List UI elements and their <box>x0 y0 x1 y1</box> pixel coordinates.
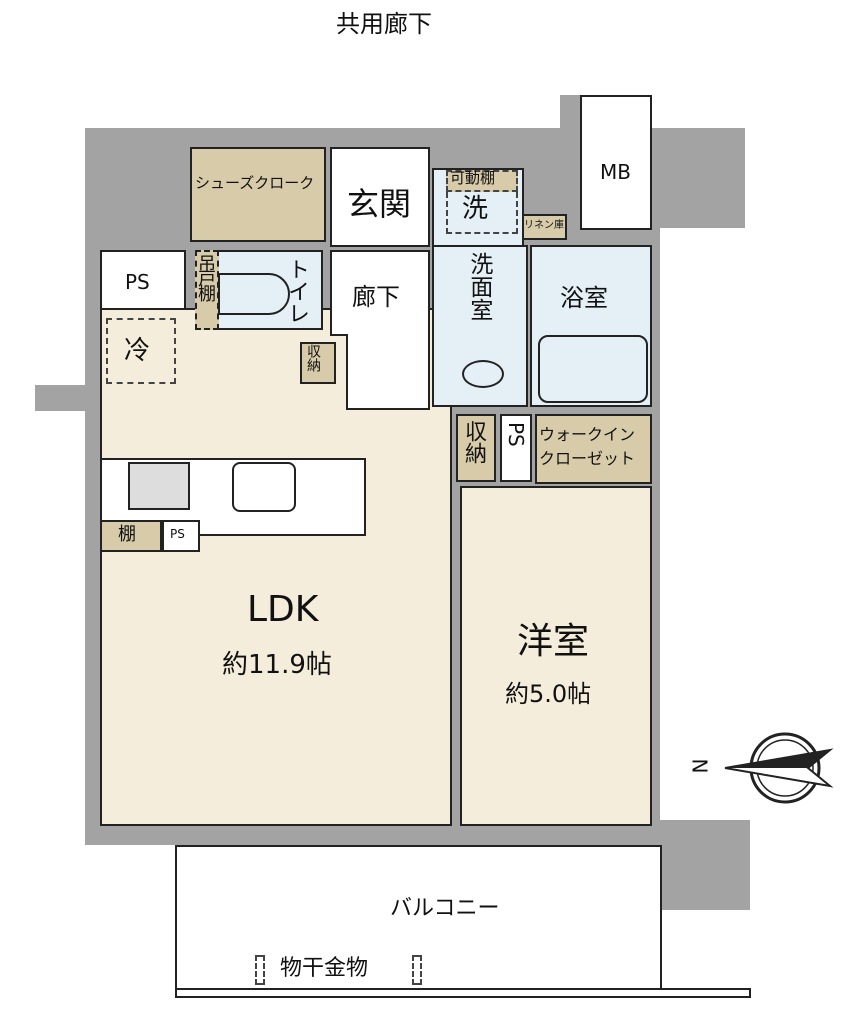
ps-top-label: PS <box>125 270 150 294</box>
wic-label-1: ウォークイン <box>539 425 636 444</box>
ps-kitchen <box>162 520 200 552</box>
entrance <box>330 147 430 247</box>
movable-shelf-label: 可動棚 <box>450 169 496 187</box>
compass-icon <box>724 732 834 804</box>
wall-bump <box>35 385 105 411</box>
balcony-rail <box>175 988 751 998</box>
fridge-label: 冷 <box>124 336 151 366</box>
washer-label: 洗 <box>462 194 489 224</box>
shelf <box>100 520 162 552</box>
walk-in-closet <box>535 414 652 484</box>
western-size: 約5.0帖 <box>505 680 592 708</box>
bathtub-icon <box>538 335 648 403</box>
drying-rack-right <box>412 955 422 985</box>
shoe-closet <box>190 147 326 242</box>
wall-right-top <box>650 128 745 228</box>
kitchen-sink-icon <box>232 462 296 512</box>
toilet-label: トイレ <box>284 258 309 324</box>
ps-mid-label: PS <box>504 422 528 447</box>
ps-mid <box>500 414 532 482</box>
hallway-label: 廊下 <box>352 283 400 311</box>
small-storage <box>300 342 336 384</box>
washroom-label: 洗面室 <box>465 252 492 321</box>
shoe-closet-label: シューズクローク <box>195 174 315 192</box>
sink-icon <box>462 360 504 388</box>
washer-outline <box>446 192 518 234</box>
ps-top-left <box>100 250 186 310</box>
ldk-label: LDK <box>247 589 319 630</box>
balcony-label: バルコニー <box>390 896 500 921</box>
stove-icon <box>128 462 190 510</box>
linen-closet <box>522 214 567 240</box>
toilet-bowl-icon <box>218 273 290 315</box>
small-storage-label: 収納 <box>305 344 321 372</box>
hanging-shelf-label: 吊戸棚 <box>195 254 216 299</box>
linen-label: リネン庫 <box>524 220 564 231</box>
drying-rack-left <box>255 955 265 985</box>
storage <box>456 414 496 482</box>
ps-kitchen-label: PS <box>170 527 185 541</box>
movable-shelf <box>446 170 518 192</box>
mb-room <box>580 95 652 230</box>
fridge-space <box>106 318 176 384</box>
western-label: 洋室 <box>517 621 590 662</box>
mb-label: MB <box>600 160 631 184</box>
drying-rack-label: 物干金物 <box>280 956 369 981</box>
hallway-lower <box>346 334 430 410</box>
wall-right-bottom <box>660 820 750 910</box>
shelf-label: 棚 <box>118 524 136 545</box>
storage-label: 収納 <box>461 420 486 464</box>
compass-north-label: N <box>687 758 712 774</box>
entrance-label: 玄関 <box>347 185 412 223</box>
bath-label: 浴室 <box>560 284 608 312</box>
wic-label-2: クローゼット <box>539 449 636 468</box>
wall-mb-left <box>560 95 580 135</box>
ldk-size: 約11.9帖 <box>222 650 332 680</box>
western-room <box>460 486 652 826</box>
common-corridor-label: 共用廊下 <box>336 10 432 38</box>
